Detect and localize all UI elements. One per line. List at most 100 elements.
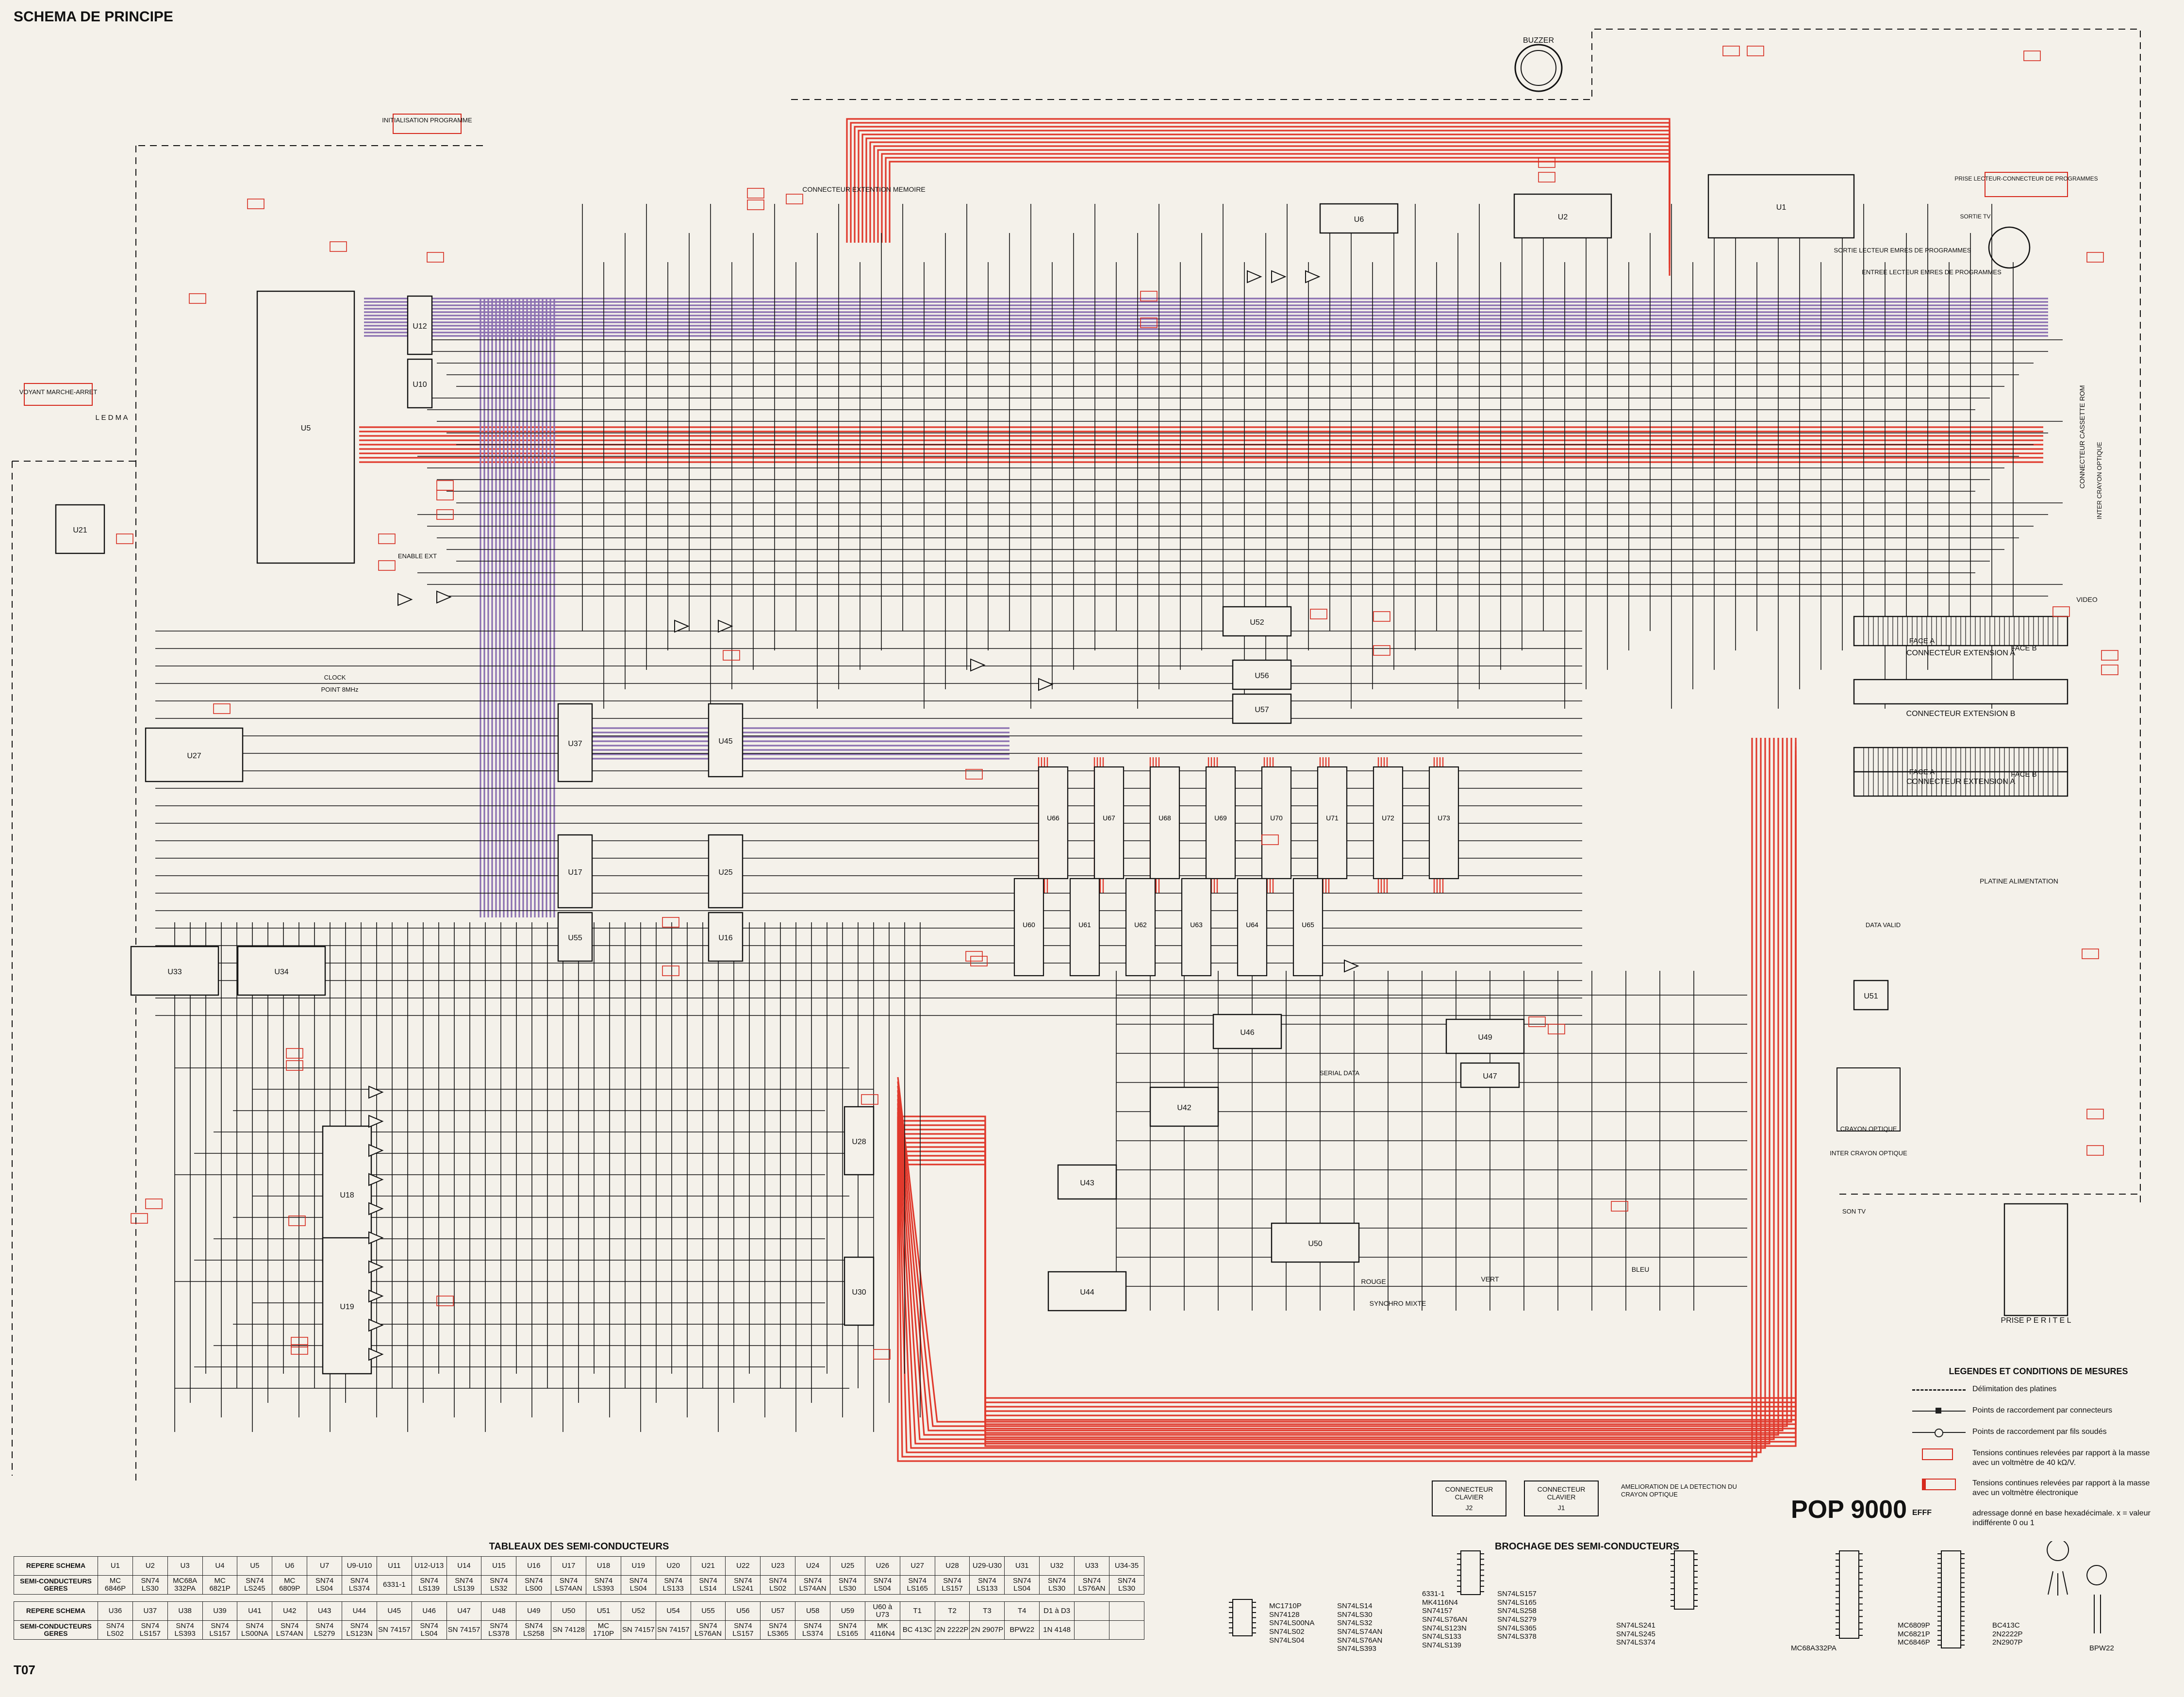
voltage-annotation bbox=[662, 965, 679, 976]
table-cell: U46 bbox=[411, 1601, 447, 1621]
voltage-annotation bbox=[2086, 1145, 2104, 1156]
data-bus-trace bbox=[897, 738, 1762, 1453]
dip14-package-icon bbox=[1232, 1599, 1253, 1636]
legend-text: Délimitation des platines bbox=[1972, 1385, 2057, 1393]
legend-text: Tensions continues relevées par rapport … bbox=[1972, 1479, 2150, 1497]
page-code: T07 bbox=[14, 1663, 35, 1677]
data-bus-trace bbox=[897, 738, 1770, 1445]
table-cell: U55 bbox=[690, 1601, 726, 1621]
table-cell: U26 bbox=[864, 1556, 900, 1576]
son-tv-label: SON TV bbox=[1842, 1208, 1866, 1215]
logic-gate-icon bbox=[1344, 959, 1359, 973]
ic-chip-u52 bbox=[1222, 606, 1292, 637]
ic-chip-label: U5 bbox=[301, 424, 311, 433]
voltage-annotation bbox=[1261, 834, 1279, 845]
ic-chip-label: U46 bbox=[1240, 1029, 1254, 1037]
table-cell: D1 à D3 bbox=[1039, 1601, 1075, 1621]
pinout-part: SN74LS74AN bbox=[1337, 1628, 1383, 1636]
logic-gate-icon bbox=[718, 619, 733, 633]
memory-chip-u73 bbox=[1428, 766, 1459, 880]
table-cell: T3 bbox=[969, 1601, 1005, 1621]
table-cell: U54 bbox=[655, 1601, 691, 1621]
ic-chip-label: U12 bbox=[413, 322, 427, 331]
table-cell: U22 bbox=[725, 1556, 761, 1576]
voltage-annotation bbox=[2082, 948, 2099, 959]
table-cell: U36 bbox=[98, 1601, 133, 1621]
table-cell: SN74 LS165 bbox=[899, 1575, 935, 1595]
memory-connector-label: CONNECTEUR EXTENTION MEMOIRE bbox=[802, 185, 926, 193]
led-label: L E D M A bbox=[96, 414, 128, 422]
ic-chip-u21 bbox=[55, 504, 105, 554]
board-outline bbox=[12, 461, 136, 1476]
table-cell: U27 bbox=[899, 1556, 935, 1576]
legend-symbol-icon bbox=[1912, 1448, 1966, 1460]
table-cell: SN74 LS76AN bbox=[690, 1620, 726, 1640]
voltage-annotation bbox=[288, 1215, 306, 1226]
legend-text: Tensions continues relevées par rapport … bbox=[1972, 1449, 2150, 1467]
semiconductor-table-title: TABLEAUX DES SEMI-CONDUCTEURS bbox=[489, 1541, 669, 1552]
table-cell: U4 bbox=[202, 1556, 238, 1576]
keyboard-connector-j2: CONNECTEUR CLAVIER J2 bbox=[1432, 1481, 1506, 1516]
memory-chip-label: U66 bbox=[1047, 814, 1059, 822]
table-cell: U16 bbox=[516, 1556, 552, 1576]
voltage-annotation bbox=[723, 650, 740, 661]
voltage-annotation bbox=[970, 956, 988, 966]
pinout-part: MC6821P bbox=[1898, 1630, 1930, 1638]
ic-chip-label: U27 bbox=[187, 752, 201, 760]
voltage-annotation bbox=[427, 252, 444, 263]
voltage-annotation bbox=[116, 533, 133, 544]
table-cell: BC 413C bbox=[899, 1620, 935, 1640]
pinout-part: SN74LS245 bbox=[1616, 1630, 1655, 1638]
extension-a-label-2: CONNECTEUR EXTENSION A bbox=[1906, 778, 2015, 786]
memory-chip-label: U61 bbox=[1078, 921, 1091, 929]
memory-chip-u64 bbox=[1237, 878, 1268, 977]
table-cell: SN74 LS133 bbox=[969, 1575, 1005, 1595]
table-cell: 2N 2907P bbox=[969, 1620, 1005, 1640]
legend-item: Tensions continues relevées par rapport … bbox=[1912, 1479, 2165, 1498]
voltage-annotation bbox=[1722, 46, 1740, 56]
pinout-part: SN74LS279 bbox=[1497, 1615, 1537, 1624]
inter-crayon-label-2: INTER CRAYON OPTIQUE bbox=[1830, 1149, 1907, 1157]
memory-chip-u60 bbox=[1013, 878, 1044, 977]
table-cell: SN74 LS241 bbox=[725, 1575, 761, 1595]
table-cell: SN74 LS04 bbox=[620, 1575, 656, 1595]
table-cell: U48 bbox=[481, 1601, 517, 1621]
table-cell: U38 bbox=[167, 1601, 203, 1621]
logic-gate-icon bbox=[368, 1318, 384, 1332]
ic-chip-label: U34 bbox=[274, 968, 288, 976]
amelioration-note: AMELIORATION DE LA DETECTION DU CRAYON O… bbox=[1621, 1483, 1737, 1498]
ic-chip-u45 bbox=[708, 703, 744, 778]
table-cell: SN74 LS74AN bbox=[795, 1575, 831, 1595]
table-cell: U9-U10 bbox=[342, 1556, 377, 1576]
table-cell: SN74 LS245 bbox=[237, 1575, 273, 1595]
ic-chip-u10 bbox=[407, 358, 433, 409]
table-cell: U19 bbox=[620, 1556, 656, 1576]
voltage-annotation bbox=[2052, 606, 2070, 617]
pinout-part: SN74LS76AN bbox=[1422, 1615, 1468, 1624]
table-cell: SN74 LS30 bbox=[830, 1575, 865, 1595]
table-cell: SN 74157 bbox=[620, 1620, 656, 1640]
ic-chip-u16 bbox=[708, 912, 744, 962]
voyant-label: VOYANT MARCHE-ARRET bbox=[19, 388, 98, 396]
table-cell: U34-35 bbox=[1109, 1556, 1145, 1576]
table-cell: SN74 LS393 bbox=[586, 1575, 621, 1595]
data-bus-trace bbox=[897, 738, 1753, 1462]
table-cell: SN74 LS74AN bbox=[272, 1620, 308, 1640]
table-cell: SN74 LS393 bbox=[167, 1620, 203, 1640]
ic-chip-label: U10 bbox=[413, 381, 427, 389]
transistor-package-icon bbox=[2047, 1541, 2069, 1596]
voltage-annotation bbox=[1548, 1024, 1565, 1034]
memory-chip-label: U65 bbox=[1302, 921, 1314, 929]
table-header-cell: SEMI-CONDUCTEURS GERES bbox=[14, 1575, 98, 1595]
ic-chip-label: U49 bbox=[1478, 1033, 1492, 1042]
memory-chip-u67 bbox=[1093, 766, 1125, 880]
legend-text: Points de raccordement par fils soudés bbox=[1972, 1428, 2107, 1436]
ic-chip-label: U21 bbox=[73, 526, 87, 534]
table-cell: SN74 LS258 bbox=[516, 1620, 552, 1640]
ic-chip-label: U44 bbox=[1080, 1288, 1094, 1297]
pinout-part: SN74LS378 bbox=[1497, 1632, 1537, 1641]
logic-gate-icon bbox=[1305, 270, 1321, 283]
table-cell: SN74 LS365 bbox=[760, 1620, 796, 1640]
